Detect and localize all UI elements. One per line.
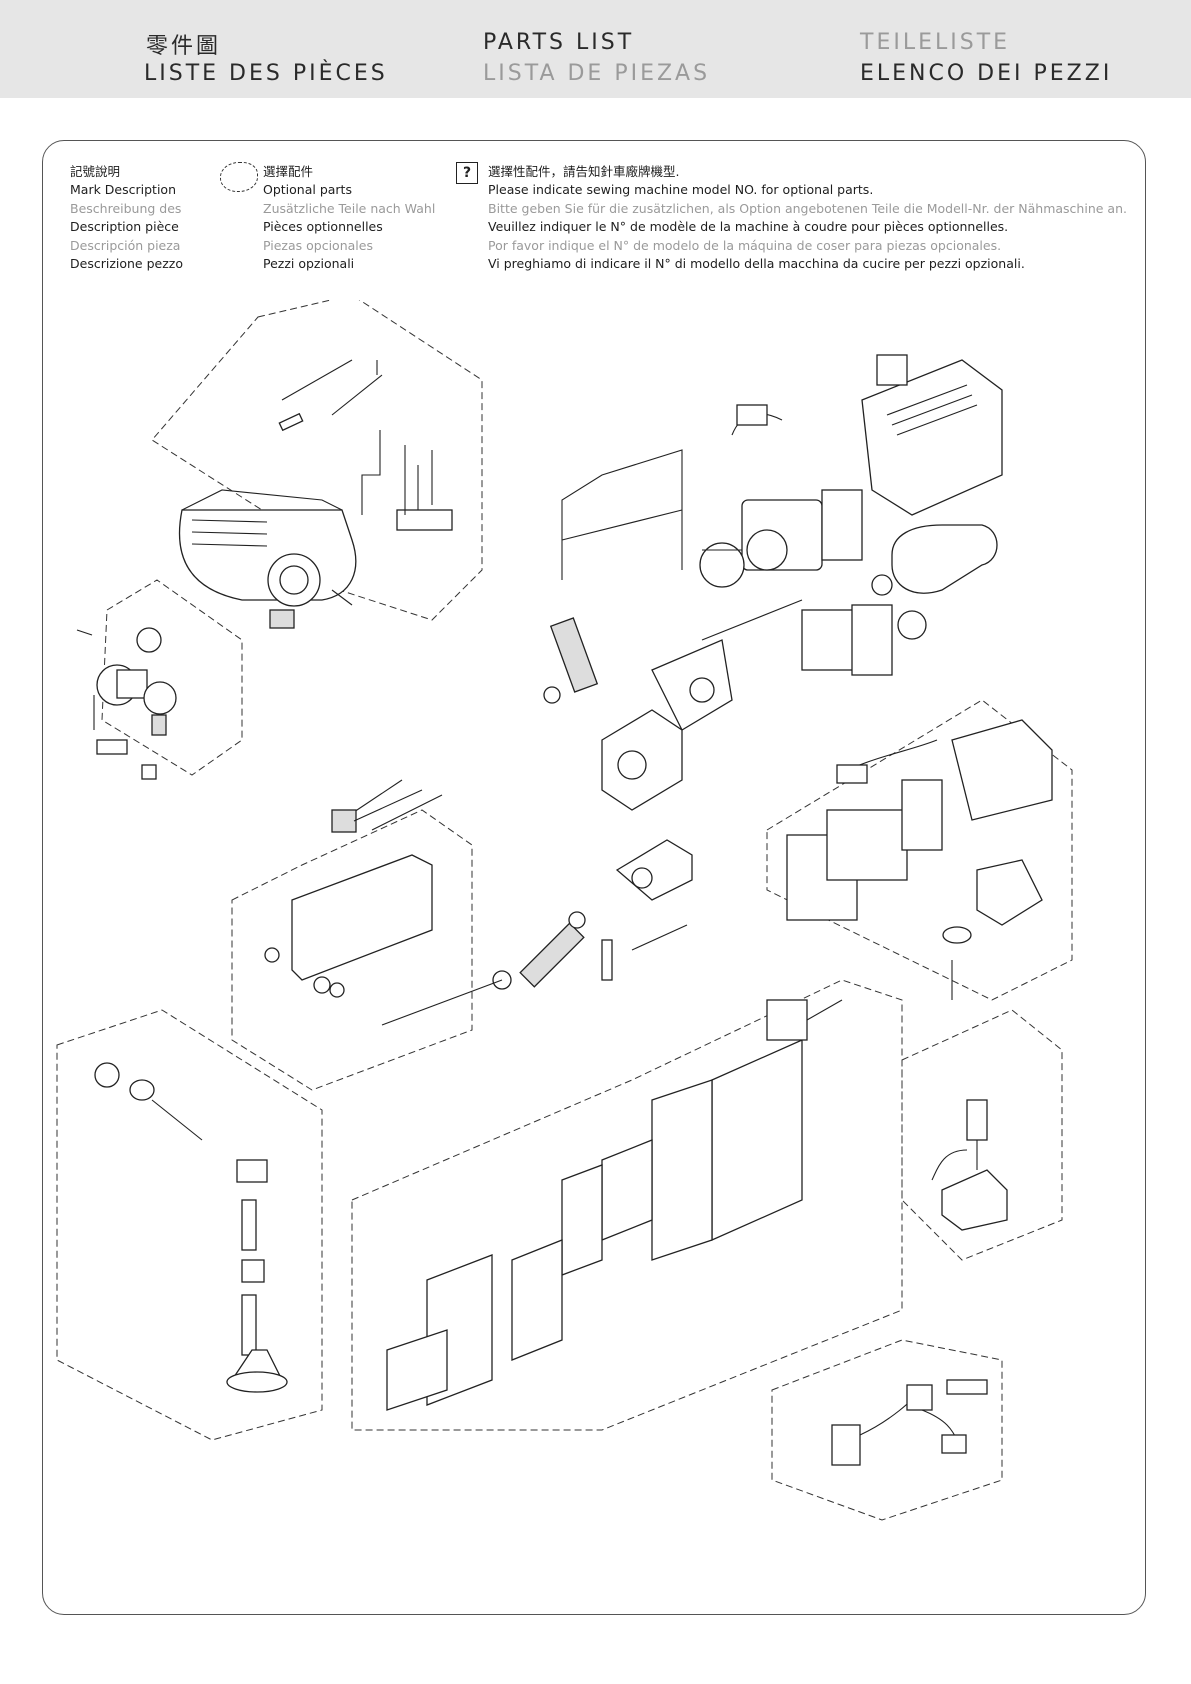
optional-group-outline: [56, 1009, 323, 1441]
control-box: [386, 999, 843, 1411]
legend-line: Beschreibung des: [70, 200, 182, 216]
legend-mark-description: 記號說明 Mark Description Beschreibung des D…: [70, 163, 183, 273]
optional-group-outline: [901, 1009, 1063, 1261]
legend-model-note: 選擇性配件，請告知針車廠牌機型. Please indicate sewing …: [488, 163, 1127, 273]
legend-line: Pezzi opzionali: [263, 255, 355, 271]
title-italian: ELENCO DEI PEZZI: [860, 61, 1113, 86]
model-note-mark: ?: [456, 162, 478, 184]
exploded-parts-diagram: [42, 294, 1146, 1610]
legend-line: 記號說明: [70, 164, 121, 179]
sensor-stand: [94, 1062, 288, 1393]
legend-line: Veuillez indiquer le N° de modèle de la …: [488, 219, 1009, 235]
optional-group-outline: [771, 1339, 1003, 1521]
motor-cover: [178, 489, 357, 629]
foot-pedal: [931, 1099, 1008, 1231]
legend-line: Pièces optionnelles: [263, 219, 383, 235]
title-english: PARTS LIST: [483, 30, 635, 55]
content-frame: [42, 140, 1146, 1615]
motor-assembly: [699, 404, 863, 588]
cover-plate: [264, 854, 433, 998]
legend-line: Por favor indique el N° de modelo de la …: [488, 237, 1002, 253]
legend-line: Description pièce: [70, 219, 179, 235]
legend-line: Bitte geben Sie für die zusätzlichen, al…: [488, 200, 1127, 216]
legend-line: Optional parts: [263, 182, 352, 198]
legend-line: Vi preghiamo di indicare il N° di modell…: [488, 255, 1025, 271]
optional-parts-icon: [220, 162, 258, 192]
legend-line: Piezas opcionales: [263, 237, 373, 253]
page-header: 零件圖 PARTS LIST TEILELISTE LISTE DES PIÈC…: [0, 0, 1191, 98]
legend-optional-parts: 選擇配件 Optional parts Zusätzliche Teile na…: [263, 163, 435, 273]
optional-group-outline: [101, 579, 243, 776]
optional-group-outline: [766, 699, 1073, 1001]
legend-line: Descrizione pezzo: [70, 255, 183, 271]
motor-adapter-parts: [76, 627, 177, 780]
legend-line: 選擇配件: [263, 164, 314, 179]
timing-belt-and-pulleys: [801, 524, 998, 676]
position-sensor: [831, 1379, 988, 1466]
legend-line: 選擇性配件，請告知針車廠牌機型.: [488, 164, 680, 179]
knee-lifter-rods: [278, 359, 453, 531]
roller-assembly-upper: [543, 617, 733, 811]
plate-outline: [231, 809, 473, 1091]
title-spanish: LISTA DE PIEZAS: [483, 61, 711, 86]
title-german: TEILELISTE: [860, 30, 1011, 55]
roller-assembly-lower: [381, 839, 693, 1026]
exploded-view-svg: [56, 294, 1073, 1521]
cable-harness: [836, 739, 938, 784]
operation-panel: [786, 719, 1053, 1000]
legend-line: Zusätzliche Teile nach Wahl: [263, 200, 436, 216]
legend-line: Descripción pieza: [70, 237, 181, 253]
optional-group-outline: [151, 294, 483, 621]
legend-line: Please indicate sewing machine model NO.…: [488, 182, 874, 198]
legend-line: Mark Description: [70, 182, 176, 198]
control-box-outline: [351, 979, 903, 1431]
title-french: LISTE DES PIÈCES: [144, 61, 388, 86]
title-chinese: 零件圖: [146, 34, 222, 59]
thread-guide-frame: [561, 449, 683, 580]
motor-housing: [861, 354, 1003, 516]
knob-shaft: [331, 789, 423, 833]
